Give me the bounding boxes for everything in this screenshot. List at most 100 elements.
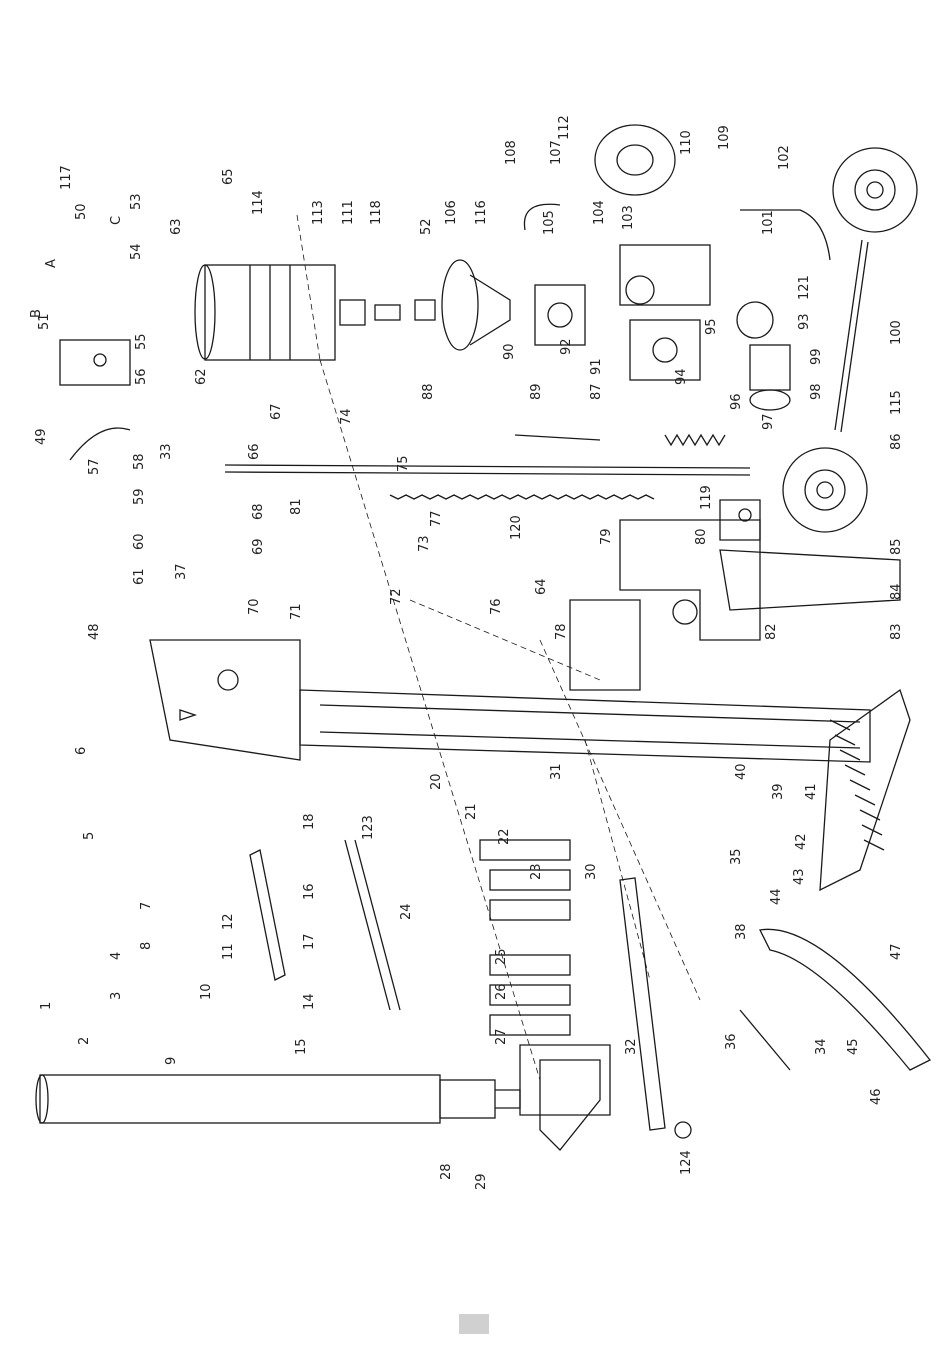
callout-93: 93 — [797, 313, 812, 330]
callout-7: 7 — [139, 902, 154, 910]
callout-86: 86 — [889, 433, 904, 450]
callout-15: 15 — [294, 1038, 309, 1055]
callout-123: 123 — [361, 815, 376, 840]
assembly-lines — [296, 214, 701, 1081]
callout-61: 61 — [132, 568, 147, 585]
callout-43: 43 — [792, 868, 807, 885]
callout-114: 114 — [251, 190, 266, 215]
callout-109: 109 — [717, 125, 732, 150]
callout-12: 12 — [221, 913, 236, 930]
callout-23: 23 — [529, 863, 544, 880]
callout-67: 67 — [269, 403, 284, 420]
callout-76: 76 — [489, 598, 504, 615]
callout-79: 79 — [599, 528, 614, 545]
callout-27: 27 — [494, 1028, 509, 1045]
callout-17: 17 — [302, 933, 317, 950]
callout-6: 6 — [74, 747, 89, 755]
callout-31: 31 — [549, 763, 564, 780]
callout-108: 108 — [504, 140, 519, 165]
callout-8: 8 — [139, 942, 154, 950]
callout-82: 82 — [764, 623, 779, 640]
callout-3: 3 — [109, 992, 124, 1000]
splitting-wedge — [519, 1044, 611, 1151]
callout-105: 105 — [542, 210, 557, 235]
callout-94: 94 — [674, 368, 689, 385]
callout-95: 95 — [704, 318, 719, 335]
callout-5: 5 — [82, 832, 97, 840]
callout-51: 51 — [37, 313, 52, 330]
callout-88: 88 — [421, 383, 436, 400]
control-valve — [59, 339, 131, 386]
callout-119: 119 — [699, 485, 714, 510]
callout-112: 112 — [557, 115, 572, 140]
pump-flange — [374, 259, 511, 351]
callout-117: 117 — [59, 165, 74, 190]
callout-72: 72 — [389, 588, 404, 605]
callout-102: 102 — [777, 145, 792, 170]
callout-106: 106 — [444, 200, 459, 225]
callout-84: 84 — [889, 583, 904, 600]
callout-14: 14 — [302, 993, 317, 1010]
callout-69: 69 — [251, 538, 266, 555]
callout-87: 87 — [589, 383, 604, 400]
callout-64: 64 — [534, 578, 549, 595]
callout-113: 113 — [311, 200, 326, 225]
callout-89: 89 — [529, 383, 544, 400]
callout-70: 70 — [247, 598, 262, 615]
chain — [389, 494, 655, 500]
callout-57: 57 — [87, 458, 102, 475]
callout-100: 100 — [889, 320, 904, 345]
axle — [834, 239, 869, 433]
hose-102 — [740, 209, 831, 261]
callout-37: 37 — [174, 563, 189, 580]
callout-97: 97 — [761, 413, 776, 430]
callout-77: 77 — [429, 510, 444, 527]
port-letter-b: B — [29, 309, 44, 318]
callout-52: 52 — [419, 218, 434, 235]
callout-11: 11 — [221, 943, 236, 960]
callout-34: 34 — [814, 1038, 829, 1055]
callout-10: 10 — [199, 983, 214, 1000]
callout-46: 46 — [869, 1088, 884, 1105]
callout-56: 56 — [134, 368, 149, 385]
port-letter-c: C — [109, 216, 124, 225]
callout-124: 124 — [679, 1150, 694, 1175]
callout-118: 118 — [369, 200, 384, 225]
callout-48: 48 — [87, 623, 102, 640]
callout-98: 98 — [809, 383, 824, 400]
callout-85: 85 — [889, 538, 904, 555]
main-beam — [149, 639, 871, 763]
callout-49: 49 — [34, 428, 49, 445]
callout-45: 45 — [846, 1038, 861, 1055]
control-rod — [224, 464, 751, 476]
callout-50: 50 — [74, 203, 89, 220]
callout-65: 65 — [221, 168, 236, 185]
callout-81: 81 — [289, 498, 304, 515]
callout-60: 60 — [132, 533, 147, 550]
page-number-box — [459, 1314, 489, 1334]
callout-1: 1 — [39, 1002, 54, 1010]
callout-66: 66 — [247, 443, 262, 460]
callout-16: 16 — [302, 883, 317, 900]
callout-71: 71 — [289, 603, 304, 620]
hydraulic-cylinder — [35, 1074, 521, 1124]
callout-101: 101 — [761, 210, 776, 235]
callout-58: 58 — [132, 453, 147, 470]
callout-9: 9 — [164, 1057, 179, 1065]
callout-111: 111 — [341, 200, 356, 225]
callout-20: 20 — [429, 773, 444, 790]
callout-78: 78 — [554, 623, 569, 640]
electric-motor — [194, 264, 366, 361]
callout-92: 92 — [559, 338, 574, 355]
callout-22: 22 — [497, 828, 512, 845]
callout-83: 83 — [889, 623, 904, 640]
callout-33: 33 — [159, 443, 174, 460]
hose-89 — [514, 434, 601, 441]
port-letters: ABC — [29, 216, 124, 318]
callout-18: 18 — [302, 813, 317, 830]
callout-39: 39 — [771, 783, 786, 800]
callout-28: 28 — [439, 1163, 454, 1180]
callout-44: 44 — [769, 888, 784, 905]
callout-26: 26 — [494, 983, 509, 1000]
